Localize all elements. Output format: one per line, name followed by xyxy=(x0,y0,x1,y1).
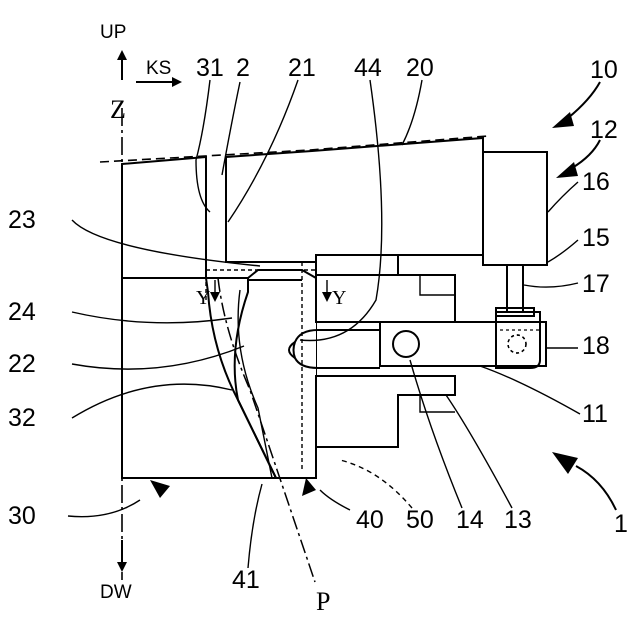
leader-30 xyxy=(68,500,140,517)
label-ks: KS xyxy=(146,58,171,79)
ref-16: 16 xyxy=(582,168,610,196)
ref-22: 22 xyxy=(8,350,36,378)
reference-numerals: 31 2 21 44 20 10 12 16 15 17 18 11 23 24… xyxy=(8,54,628,594)
ref-32: 32 xyxy=(8,404,36,432)
ref-41: 41 xyxy=(232,566,260,594)
member-41-edge xyxy=(238,290,272,478)
arrow-1 xyxy=(552,452,616,510)
leader-lines xyxy=(68,80,580,568)
support-block-13 xyxy=(316,255,455,447)
leader-11 xyxy=(480,366,580,414)
member-40-body xyxy=(235,270,316,478)
leader-40 xyxy=(320,490,350,510)
arrow-40-head xyxy=(302,478,316,496)
ref-2: 2 xyxy=(236,54,250,82)
actuator-12 xyxy=(483,152,547,316)
member-30-upper-block xyxy=(122,157,206,278)
ref-24: 24 xyxy=(8,298,36,326)
label-up: UP xyxy=(100,22,126,43)
rod-17 xyxy=(507,265,523,312)
clevis-18 xyxy=(496,312,540,368)
ref-30: 30 xyxy=(8,502,36,530)
ref-15: 15 xyxy=(582,224,610,252)
ref-40: 40 xyxy=(356,506,384,534)
support-block-step xyxy=(398,275,455,295)
ref-1: 1 xyxy=(614,510,628,538)
ref-21: 21 xyxy=(288,54,316,82)
ref-14: 14 xyxy=(456,506,484,534)
clevis-pin-hidden-2 xyxy=(508,335,526,353)
label-z: Z xyxy=(110,95,126,124)
leader-15 xyxy=(548,240,578,262)
lever-11-arm xyxy=(380,322,546,366)
break-line xyxy=(100,136,488,162)
label-y-right: Y xyxy=(332,287,346,309)
leader-31 xyxy=(196,80,210,212)
ref-50: 50 xyxy=(406,506,434,534)
leader-24 xyxy=(72,312,232,323)
ref-11: 11 xyxy=(582,400,608,428)
support-block-step-lower xyxy=(398,395,455,412)
ref-20: 20 xyxy=(406,54,434,82)
leader-41 xyxy=(248,484,262,568)
leader-50 xyxy=(340,460,412,508)
ref-23: 23 xyxy=(8,206,36,234)
leader-32 xyxy=(72,384,232,418)
leader-16 xyxy=(548,182,578,212)
ref-17: 17 xyxy=(582,270,610,298)
ref-18: 18 xyxy=(582,332,610,360)
leader-23 xyxy=(72,220,260,266)
ref-10: 10 xyxy=(590,56,618,84)
ref-13: 13 xyxy=(504,506,532,534)
arrow-30-head xyxy=(150,480,170,498)
lever-11 xyxy=(289,312,546,368)
leader-2 xyxy=(222,82,240,175)
label-p: P xyxy=(316,587,330,616)
label-dw: DW xyxy=(100,582,132,603)
ref-44: 44 xyxy=(354,54,382,82)
shaft-14 xyxy=(393,331,419,357)
ref-31: 31 xyxy=(196,54,224,82)
label-y-left: Y xyxy=(196,287,210,309)
ref-12: 12 xyxy=(590,116,618,144)
leader-17 xyxy=(524,283,578,287)
leader-20 xyxy=(402,80,422,145)
cylinder-16 xyxy=(483,152,547,265)
